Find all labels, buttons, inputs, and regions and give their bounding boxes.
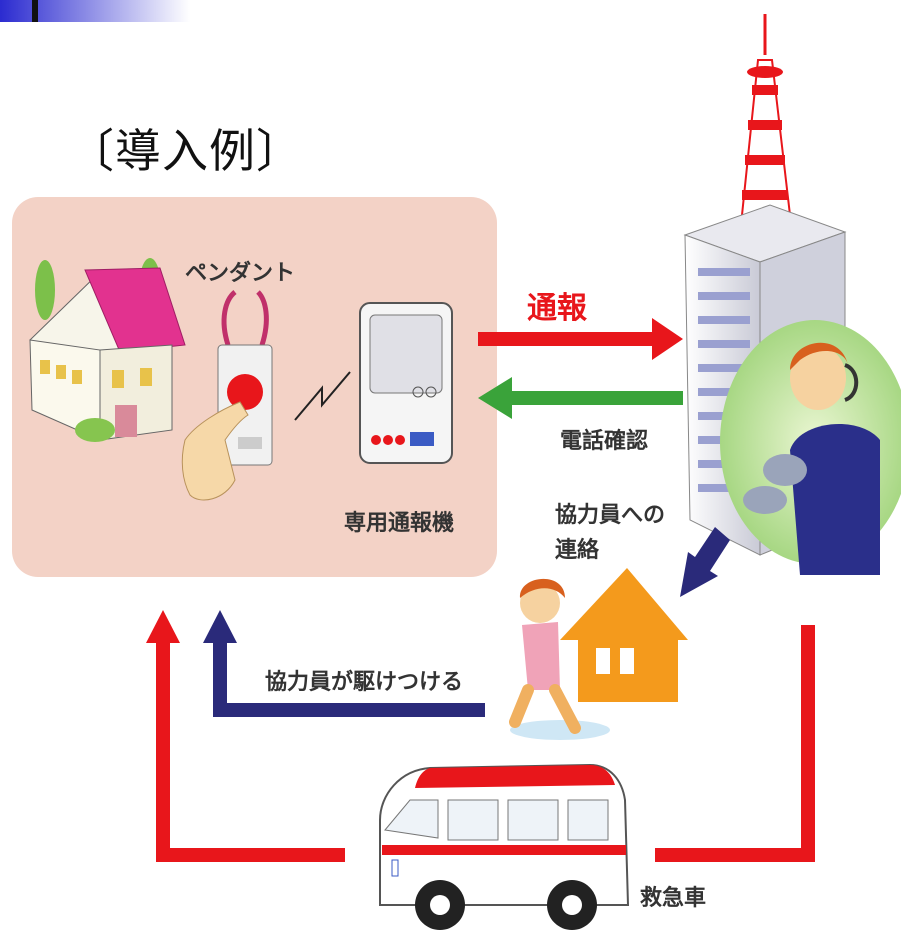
contact-helper-arrow: [680, 527, 730, 597]
phone-confirm-arrow: [478, 377, 683, 419]
helper-rush-label: 協力員が駆けつける: [265, 670, 464, 695]
corner-decoration: [0, 0, 190, 22]
ambulance-route-line-left: [156, 640, 345, 862]
helper-rush-arrow: [213, 640, 485, 717]
helper-house-illustration: [510, 568, 688, 740]
operator-illustration: [720, 320, 901, 575]
alarm-device-illustration: [359, 302, 453, 464]
report-arrow: [478, 318, 683, 360]
contact-helper-label-line1: 協力員への: [555, 503, 666, 528]
phone-confirm-label: 電話確認: [560, 429, 649, 454]
helper-person-illustration: [509, 578, 581, 734]
radio-tower-illustration: [740, 14, 792, 216]
wireless-signal-icon: [294, 371, 351, 421]
report-label: 通報: [527, 291, 587, 326]
device-label: 専用通報機: [344, 511, 455, 536]
pendant-illustration: [181, 290, 273, 501]
ambulance-illustration: [379, 763, 630, 930]
contact-helper-label-line2: 連絡: [555, 538, 600, 563]
ambulance-label: 救急車: [640, 886, 707, 911]
house-illustration: [29, 258, 186, 442]
page-title: 〔導入例〕: [68, 124, 303, 178]
pendant-label: ペンダント: [185, 261, 296, 286]
ambulance-route-line-right: [655, 625, 815, 862]
